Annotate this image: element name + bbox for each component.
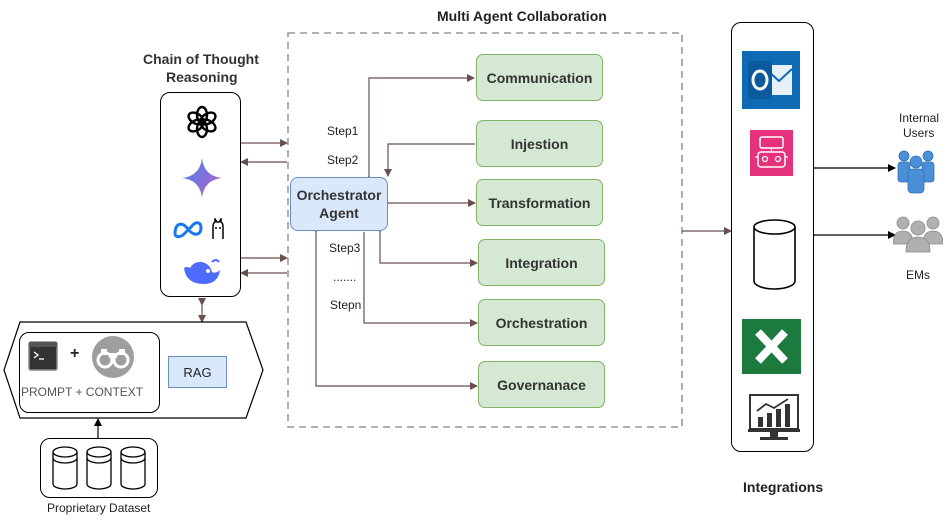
database-icon <box>52 446 78 490</box>
plus-sign: + <box>70 345 80 362</box>
agent-integration: Integration <box>478 239 605 286</box>
deepseek-icon <box>184 259 220 284</box>
agent-orchestration: Orchestration <box>478 299 605 346</box>
agent-transformation: Transformation <box>476 179 603 226</box>
terminal-icon <box>28 341 58 371</box>
excel-icon <box>742 319 801 374</box>
database-icon <box>753 219 796 290</box>
agent-governance: Governanace <box>478 361 605 408</box>
binoculars-icon <box>92 336 134 378</box>
database-icon <box>120 446 146 490</box>
prompt-context-label: PROMPT + CONTEXT <box>21 385 144 399</box>
orch-to-integration-arrow <box>376 225 478 267</box>
agent-label: Orchestration <box>495 314 588 331</box>
rag-label: RAG <box>183 364 212 380</box>
agent-label: Transformation <box>488 194 591 211</box>
internal-users-line1: Internal <box>899 111 940 125</box>
agent-label: Injestion <box>510 135 569 152</box>
agent-label: Communication <box>486 69 593 86</box>
orch-to-orchestration-arrow <box>363 232 478 327</box>
step3-label: Step3 <box>329 241 361 255</box>
ems-icon <box>893 216 943 253</box>
internal-users-icon <box>897 150 935 194</box>
orchestrator-line2: Agent <box>319 205 359 221</box>
analytics-icon <box>748 394 800 440</box>
step1-label: Step1 <box>327 124 359 138</box>
multi-agent-title: Multi Agent Collaboration <box>437 8 607 24</box>
orch-to-communication-arrow <box>365 74 475 183</box>
database-icon <box>86 446 112 490</box>
ems-label: EMs <box>906 268 930 282</box>
agent-label: Governanace <box>497 376 586 393</box>
gemini-icon <box>182 158 222 198</box>
orchestrator-line1: Orchestrator <box>296 187 382 203</box>
multi-agent-container <box>287 32 683 428</box>
steps-ellipsis: ....... <box>333 270 357 284</box>
dataset-label: Proprietary Dataset <box>47 501 151 515</box>
meta-icon <box>173 221 203 239</box>
integrations-label: Integrations <box>743 479 824 495</box>
cot-title-line2: Reasoning <box>166 69 238 85</box>
openai-icon <box>187 105 217 139</box>
stepn-label: Stepn <box>330 298 362 312</box>
dataset-icons <box>52 446 146 490</box>
orchestrator-agent: Orchestrator Agent <box>290 177 388 231</box>
rag-box: RAG <box>168 356 227 388</box>
agent-label: Integration <box>505 254 578 271</box>
internal-users-line2: Users <box>903 126 935 140</box>
orch-to-governance-arrow <box>312 225 478 390</box>
agent-injestion: Injestion <box>476 120 603 167</box>
outlook-icon <box>742 51 800 109</box>
cot-title-line1: Chain of Thought <box>143 51 259 67</box>
orch-to-injestion-arrow <box>384 143 475 177</box>
agent-communication: Communication <box>476 54 603 101</box>
bot-icon <box>750 130 793 176</box>
step2-label: Step2 <box>327 153 359 167</box>
llama-icon <box>212 218 224 239</box>
